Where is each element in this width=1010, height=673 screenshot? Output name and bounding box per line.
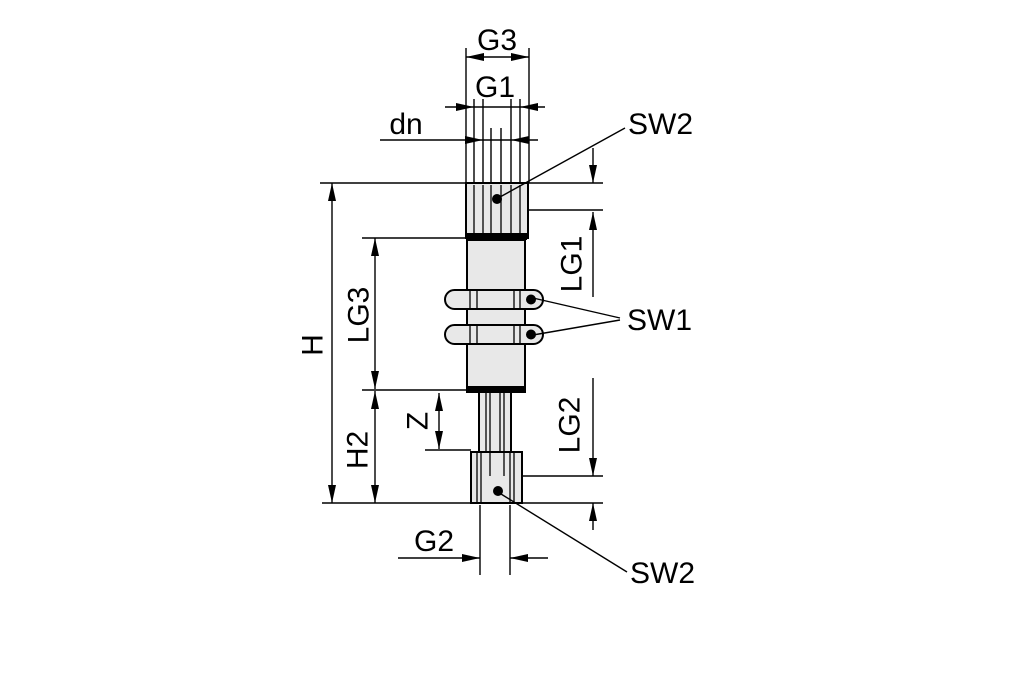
top-port-bottom-band [467, 233, 527, 240]
dimension-g2: G2 [398, 525, 548, 562]
dimension-lg3: LG3 [343, 238, 379, 389]
callout-sw1: SW1 [532, 297, 692, 337]
callout-label-sw2-top: SW2 [628, 108, 693, 141]
dimension-lg1: LG1 [556, 148, 597, 297]
main-body [466, 239, 526, 393]
dimension-label-lg3: LG3 [343, 287, 376, 344]
dimension-label-z: Z [402, 412, 435, 430]
main-body-bottom-band [467, 386, 525, 392]
callout-sw2-top: SW2 [492, 108, 693, 204]
fitting-part [444, 182, 544, 504]
dimension-label-h: H [297, 334, 330, 356]
callout-label-sw1: SW1 [627, 304, 692, 337]
dimension-label-dn: dn [389, 108, 422, 141]
dimension-z: Z [402, 393, 443, 449]
dimension-label-lg2: LG2 [554, 397, 587, 454]
dimension-label-h2: H2 [342, 431, 375, 469]
dimension-label-g2: G2 [414, 525, 454, 558]
dimension-label-lg1: LG1 [556, 236, 589, 293]
dimension-h2: H2 [342, 391, 379, 503]
dimension-lg2: LG2 [554, 378, 597, 530]
stem-thread-lines [485, 392, 505, 452]
bottom-hex-face-lines [476, 452, 515, 503]
dimension-h: H [297, 183, 336, 503]
hex-nut-lower [444, 324, 544, 345]
callout-sw2-bottom: SW2 [493, 486, 695, 590]
leader-dot-sw2-top [492, 194, 502, 204]
stem [478, 391, 512, 453]
hex-nut-upper [444, 289, 544, 310]
dimension-dn: dn [380, 108, 538, 144]
leader-dot-sw1-upper [526, 294, 536, 305]
leader-dot-sw1-lower [526, 329, 536, 340]
callout-label-sw2-bottom: SW2 [630, 557, 695, 590]
leader-dot-sw2-bottom [493, 486, 503, 496]
dimension-label-g1: G1 [475, 71, 515, 104]
dimension-g3: G3 [466, 24, 529, 61]
top-port [465, 182, 529, 239]
top-port-thread-lines [473, 185, 521, 233]
dimension-g1: G1 [445, 71, 545, 111]
dimension-label-g3: G3 [477, 24, 517, 57]
